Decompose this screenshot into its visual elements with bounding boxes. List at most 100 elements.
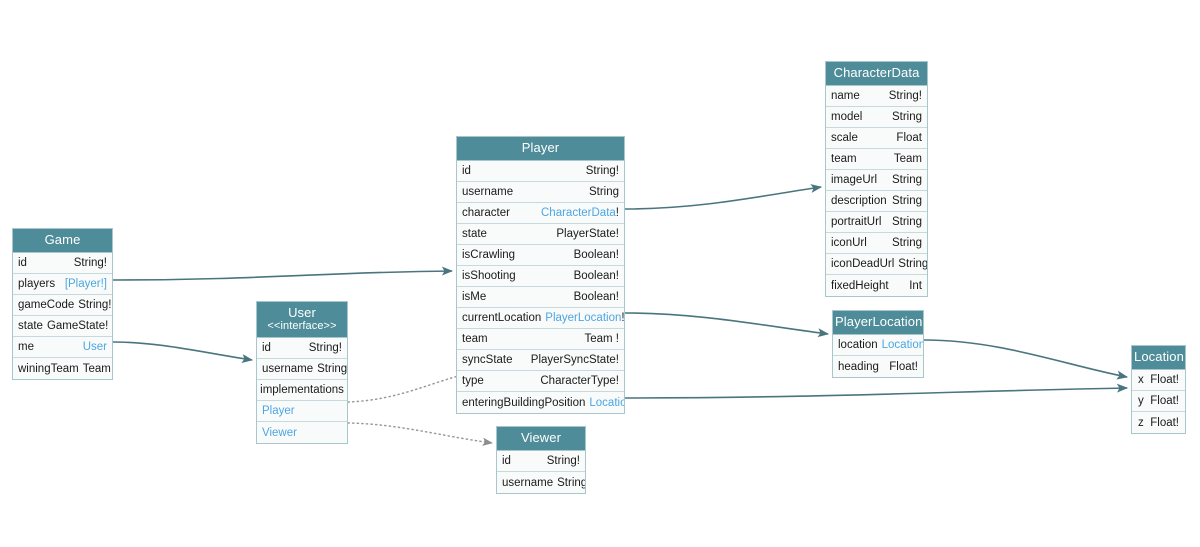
entity-characterdata-header: CharacterData [826, 62, 927, 86]
field-row[interactable]: type CharacterType! [457, 371, 624, 392]
field-type-link[interactable]: [Player!] [64, 278, 107, 290]
field-row[interactable]: model String [826, 107, 927, 128]
field-row[interactable]: state GameState! [13, 316, 112, 337]
field-name: players [18, 278, 56, 290]
field-type: String! [546, 455, 580, 467]
edge-game-players-to-player [112, 266, 454, 281]
field-row[interactable]: iconDeadUrl String [826, 254, 927, 275]
entity-player-header: Player [457, 137, 624, 161]
field-row[interactable]: scale Float [826, 128, 927, 149]
field-row[interactable]: character CharacterData! [457, 203, 624, 224]
field-row[interactable]: imageUrl String [826, 170, 927, 191]
entity-playerlocation-header: PlayerLocation [833, 311, 923, 335]
field-row[interactable]: z Float! [1132, 412, 1185, 433]
field-name: id [502, 455, 511, 467]
field-row[interactable]: winingTeam Team [13, 358, 112, 379]
field-type: String [891, 237, 922, 249]
field-row[interactable]: gameCode String! [13, 295, 112, 316]
field-row[interactable]: id String! [257, 338, 347, 359]
entity-game[interactable]: Game id String! players [Player!] gameCo… [12, 228, 113, 380]
field-row[interactable]: isShooting Boolean! [457, 266, 624, 287]
field-row[interactable]: id String! [13, 253, 112, 274]
field-row[interactable]: fixedHeight Int [826, 275, 927, 296]
implementation-row-player[interactable]: Player [257, 401, 347, 422]
implementation-name[interactable]: Viewer [262, 426, 297, 439]
field-row[interactable]: portraitUrl String [826, 212, 927, 233]
edge-playerlocation-location-to-location [923, 339, 1129, 380]
field-type: CharacterType! [540, 375, 619, 387]
field-type: Float! [1150, 395, 1179, 407]
field-name: heading [838, 360, 879, 373]
field-row[interactable]: username String [257, 359, 347, 380]
entity-user[interactable]: User <<interface>> id String! username S… [256, 301, 348, 444]
field-name: iconDeadUrl [831, 258, 895, 270]
entity-viewer[interactable]: Viewer id String! username String [496, 426, 586, 494]
implementation-name[interactable]: Player [262, 405, 295, 417]
field-row[interactable]: location Location! [833, 335, 923, 356]
field-type: GameState! [46, 320, 109, 332]
entity-player[interactable]: Player id String! username String charac… [456, 136, 625, 414]
edge-player-character-to-characterdata [624, 184, 823, 210]
field-row[interactable]: team Team [826, 149, 927, 170]
field-type-link[interactable]: CharacterData! [541, 207, 619, 219]
entity-playerlocation-title: PlayerLocation [835, 314, 923, 329]
field-type: Boolean! [573, 291, 619, 303]
field-name: z [1138, 416, 1144, 429]
field-name: username [462, 186, 514, 198]
entity-user-stereotype: <<interface>> [267, 320, 337, 332]
field-row[interactable]: state PlayerState! [457, 224, 624, 245]
field-name: isCrawling [462, 249, 516, 261]
field-row[interactable]: currentLocation PlayerLocation! [457, 308, 624, 329]
field-row[interactable]: y Float! [1132, 391, 1185, 412]
field-type: Float! [1150, 416, 1179, 429]
field-type-link[interactable]: Location [589, 396, 624, 409]
field-row[interactable]: name String! [826, 86, 927, 107]
field-row[interactable]: username String [497, 472, 585, 493]
field-name: x [1138, 374, 1144, 386]
field-type-link[interactable]: Location! [881, 339, 923, 351]
field-row[interactable]: players [Player!] [13, 274, 112, 295]
implementation-row-viewer[interactable]: Viewer [257, 422, 347, 443]
field-row[interactable]: team Team ! [457, 329, 624, 350]
field-row[interactable]: enteringBuildingPosition Location [457, 392, 624, 413]
field-name: character [462, 207, 510, 219]
field-row[interactable]: description String [826, 191, 927, 212]
entity-viewer-header: Viewer [497, 427, 585, 451]
field-row[interactable]: username String [457, 182, 624, 203]
field-type: PlayerSyncState! [530, 354, 619, 366]
field-type: Float! [1150, 374, 1179, 386]
field-row[interactable]: iconUrl String [826, 233, 927, 254]
field-name: isShooting [462, 270, 516, 282]
field-row[interactable]: heading Float! [833, 356, 923, 377]
field-type-link[interactable]: PlayerLocation! [545, 312, 624, 324]
field-row[interactable]: x Float! [1132, 370, 1185, 391]
edge-player-currentlocation-to-playerlocation [624, 312, 830, 338]
field-type: Float! [889, 360, 918, 373]
field-name: description [831, 195, 887, 207]
entity-location-header: Location [1132, 346, 1185, 370]
field-name: id [18, 257, 27, 269]
field-type-link[interactable]: User [82, 341, 107, 353]
field-type: Boolean! [573, 270, 619, 282]
field-name: name [831, 90, 860, 102]
field-type: String! [585, 165, 619, 177]
field-type: String! [78, 299, 112, 311]
field-row[interactable]: me User [13, 337, 112, 358]
entity-characterdata[interactable]: CharacterData name String! model String … [825, 61, 928, 297]
entity-characterdata-title: CharacterData [833, 65, 920, 80]
entity-playerlocation[interactable]: PlayerLocation location Location! headin… [832, 310, 924, 378]
field-row[interactable]: isCrawling Boolean! [457, 245, 624, 266]
entity-user-header: User <<interface>> [257, 302, 347, 338]
field-row[interactable]: syncState PlayerSyncState! [457, 350, 624, 371]
entity-player-title: Player [521, 140, 560, 155]
field-type: String [891, 195, 922, 207]
entity-game-title: Game [44, 232, 81, 247]
field-row[interactable]: id String! [497, 451, 585, 472]
field-row[interactable]: isMe Boolean! [457, 287, 624, 308]
field-name: currentLocation [462, 312, 542, 324]
field-row[interactable]: id String! [457, 161, 624, 182]
field-type: String [891, 174, 922, 186]
entity-location[interactable]: Location x Float! y Float! z Float! [1131, 345, 1186, 434]
field-name: me [18, 341, 34, 353]
